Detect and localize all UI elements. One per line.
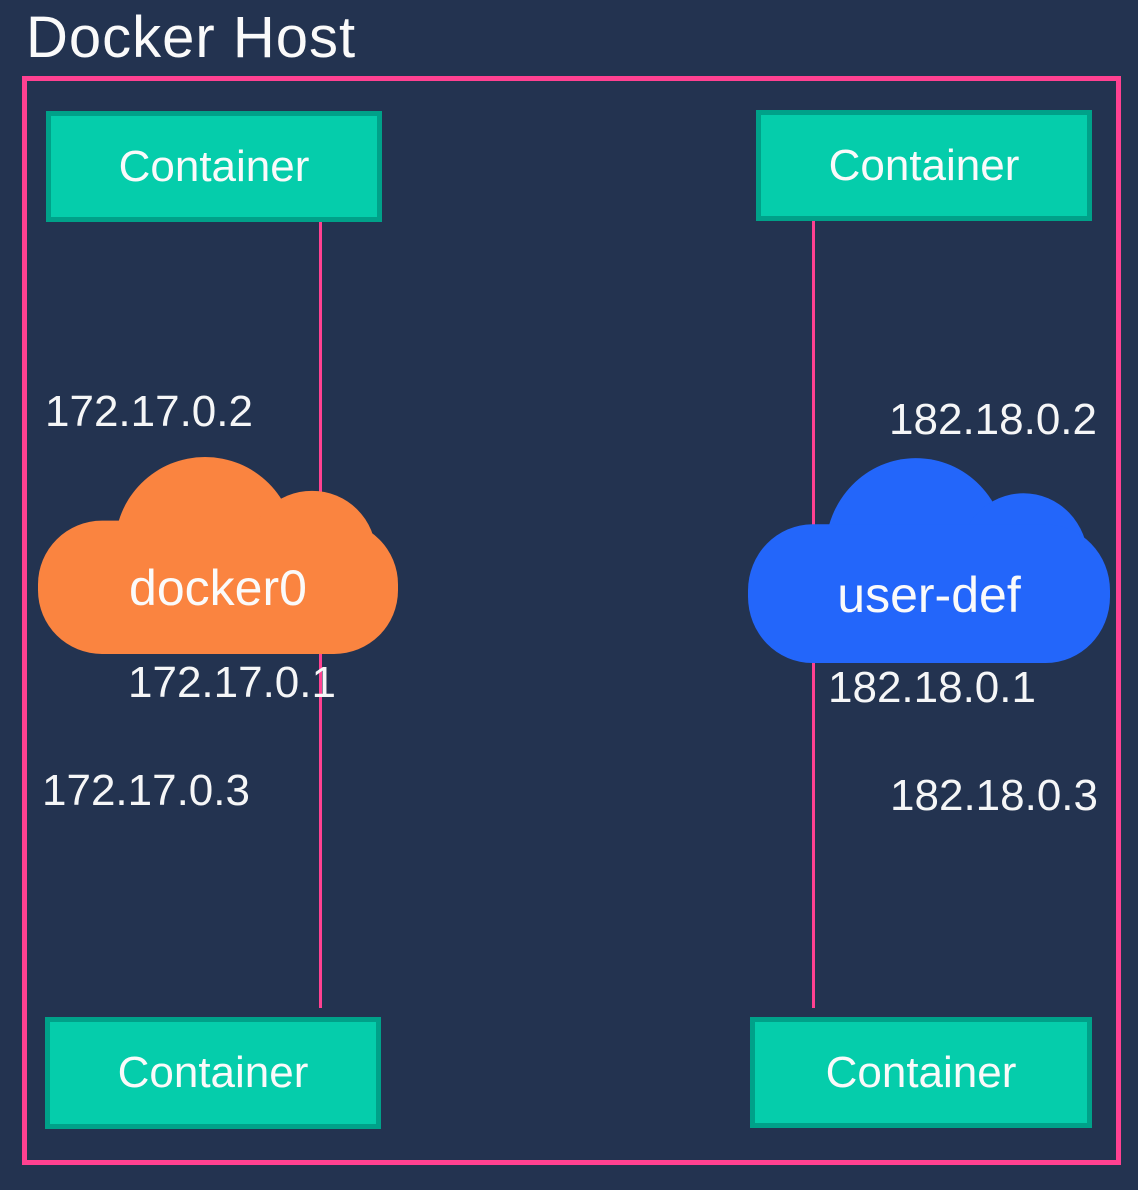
container-box-bottom-left: Container	[45, 1017, 381, 1129]
cloud-icon	[38, 456, 398, 654]
cloud-icon	[748, 458, 1110, 663]
network-docker0-cloud: docker0	[38, 455, 398, 654]
network-name-docker0: docker0	[129, 560, 307, 616]
page-title: Docker Host	[26, 5, 357, 70]
docker-host-boundary	[22, 76, 1121, 1165]
ip-label-container-top-right: 182.18.0.2	[889, 395, 1097, 444]
container-label: Container	[828, 140, 1020, 190]
ip-label-gateway-user-def: 182.18.0.1	[828, 663, 1036, 712]
container-box-top-right: Container	[756, 110, 1092, 221]
network-name-user-def: user-def	[837, 567, 1021, 623]
network-user-def-cloud: user-def	[748, 456, 1110, 663]
ip-label-container-bottom-right: 182.18.0.3	[890, 771, 1098, 820]
container-label: Container	[825, 1047, 1017, 1097]
container-box-bottom-right: Container	[750, 1017, 1092, 1128]
ip-label-gateway-docker0: 172.17.0.1	[128, 658, 336, 707]
ip-label-container-bottom-left: 172.17.0.3	[42, 766, 250, 815]
ip-label-container-top-left: 172.17.0.2	[45, 387, 253, 436]
container-label: Container	[118, 141, 310, 191]
container-box-top-left: Container	[46, 111, 382, 222]
container-label: Container	[117, 1048, 309, 1097]
